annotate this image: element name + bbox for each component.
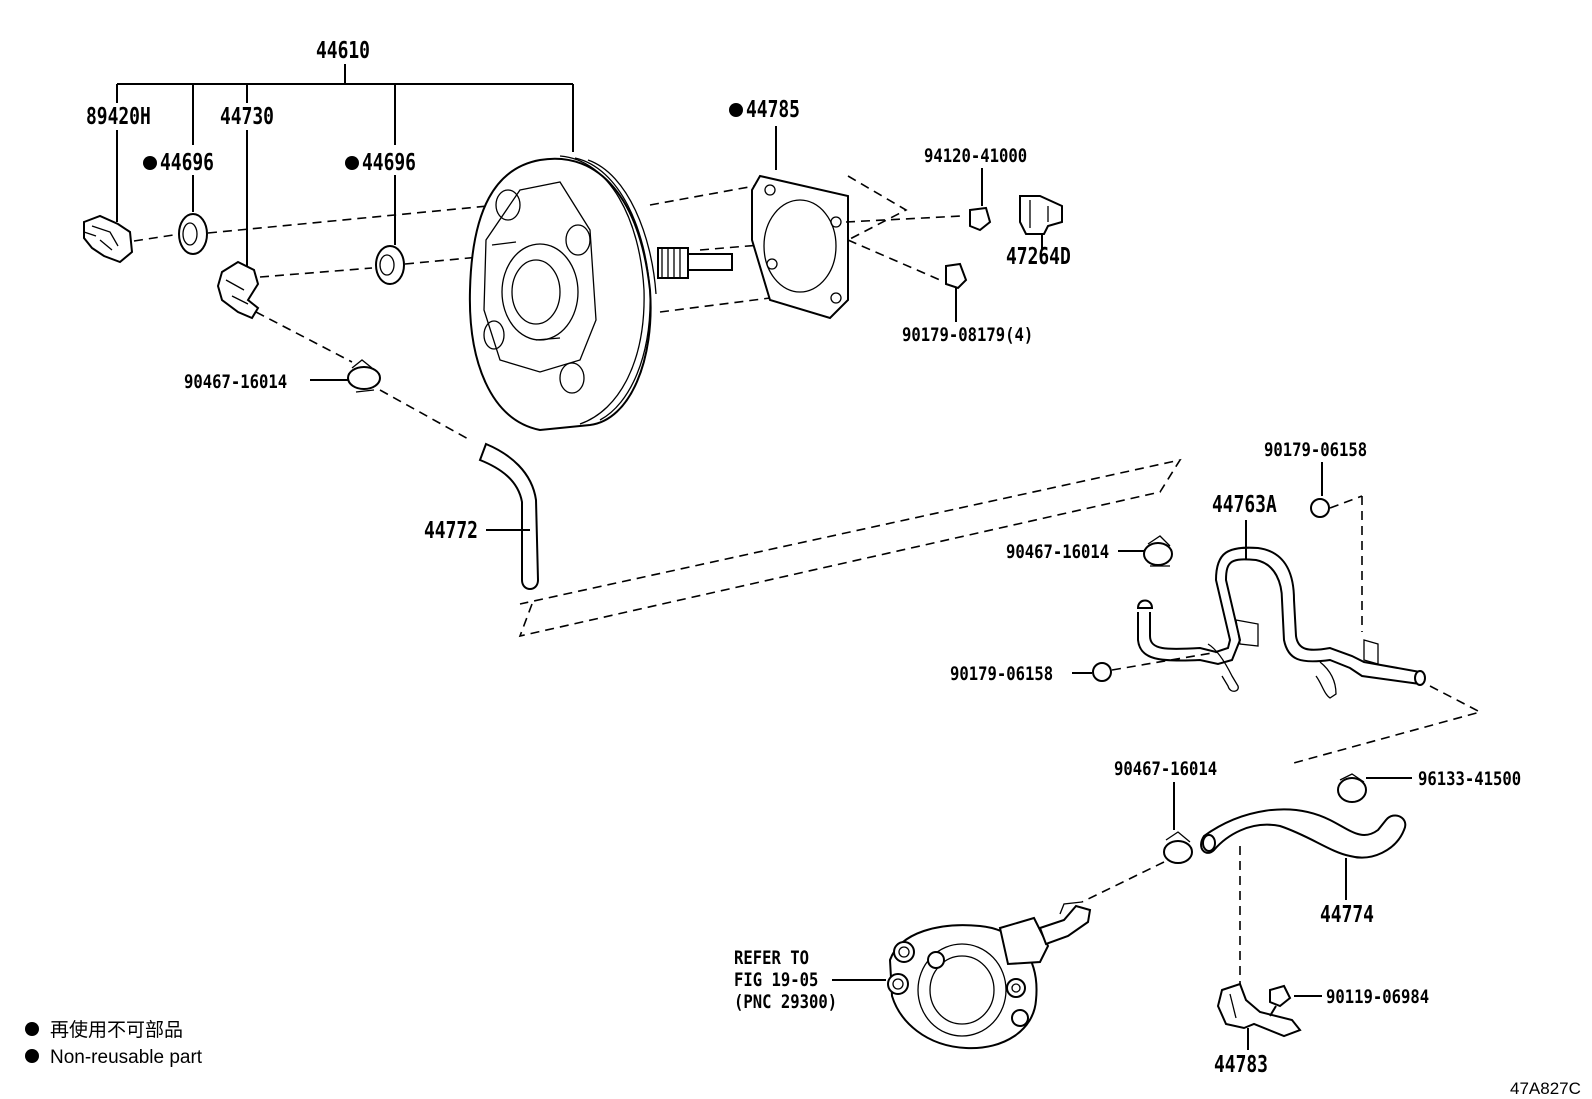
grommet-right <box>375 245 491 285</box>
non-reusable-marker <box>143 156 157 170</box>
check-valve <box>216 260 373 363</box>
legend-marker-en <box>25 1049 39 1063</box>
figure-code: 47A827C <box>1510 1079 1581 1098</box>
legend-jp: 再使用不可部品 <box>50 1019 183 1041</box>
label-clip-upper: 90467-16014 <box>184 372 287 394</box>
gasket <box>751 174 849 320</box>
bracket-lower <box>1216 982 1302 1038</box>
nut-pipe-left <box>1092 662 1112 682</box>
label-nut-pipe-left: 90179-06158 <box>950 664 1053 686</box>
grommet-left <box>178 205 489 255</box>
hose-clip-middle <box>1143 535 1173 567</box>
refer-line-3: (PNC 29300) <box>734 992 837 1014</box>
refer-line-2: FIG 19-05 <box>734 970 818 992</box>
hose-upper <box>478 442 540 590</box>
refer-line-1: REFER TO <box>734 948 809 970</box>
nut-pipe-top <box>1310 498 1330 518</box>
vacuum-pump <box>887 901 1092 1050</box>
bolt-bracket <box>1269 984 1292 1017</box>
legend-en: Non-reusable part <box>50 1047 203 1068</box>
label-connector: 89420H <box>86 103 151 130</box>
label-hose-upper: 44772 <box>424 517 478 544</box>
brake-booster <box>468 155 733 432</box>
label-grommet-right: 44696 <box>362 149 416 176</box>
label-pipe: 44763A <box>1212 491 1277 518</box>
non-reusable-marker <box>729 103 743 117</box>
hose-clamp-lower <box>1337 773 1367 803</box>
vacuum-sensor-connector <box>83 214 181 264</box>
vacuum-pipe <box>1136 546 1426 699</box>
label-nut-stud: 90179-08179(4) <box>902 325 1033 347</box>
label-gasket: 44785 <box>746 96 800 123</box>
label-bolt-bracket: 90119-06984 <box>1326 987 1429 1009</box>
label-nut-top: 94120-41000 <box>924 146 1027 168</box>
bracket-top <box>1019 195 1063 235</box>
label-bracket-top: 47264D <box>1006 243 1071 270</box>
legend-marker-jp <box>25 1022 39 1036</box>
nut-stud <box>945 262 968 290</box>
non-reusable-marker <box>345 156 359 170</box>
label-bracket-lower: 44783 <box>1214 1051 1268 1078</box>
assembly-leader <box>116 64 574 268</box>
nut-top <box>969 206 992 232</box>
label-check-valve: 44730 <box>220 103 274 130</box>
hose-clip-lower <box>1163 831 1193 864</box>
label-grommet-left: 44696 <box>160 149 214 176</box>
hose-clip-upper <box>347 359 381 393</box>
label-hose-lower: 44774 <box>1320 901 1374 928</box>
label-nut-pipe-top: 90179-06158 <box>1264 440 1367 462</box>
label-clamp-lower: 96133-41500 <box>1418 769 1521 791</box>
label-clip-lower: 90467-16014 <box>1114 759 1217 781</box>
label-assembly: 44610 <box>316 37 370 64</box>
label-clip-middle: 90467-16014 <box>1006 542 1109 564</box>
hose-lower <box>1200 808 1407 859</box>
